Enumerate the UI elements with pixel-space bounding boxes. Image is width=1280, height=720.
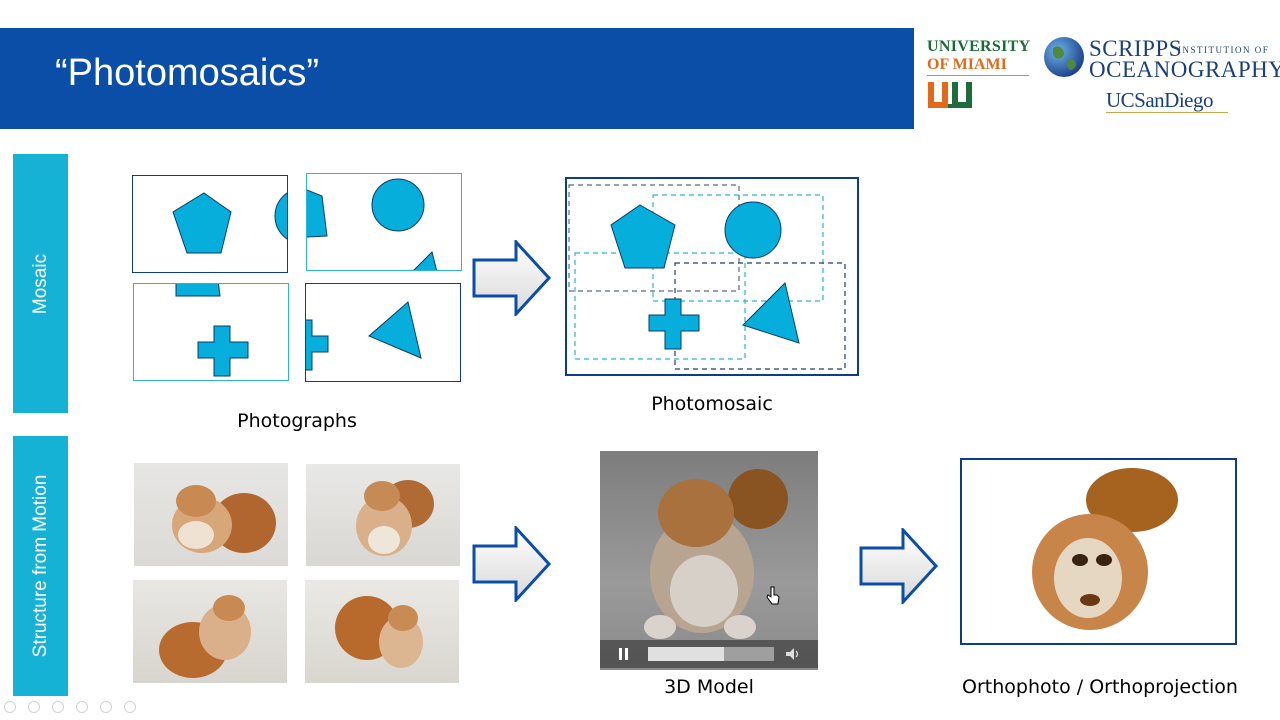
model-3d-video[interactable] [600,451,818,670]
squirrel-orthophoto-icon [1032,468,1178,630]
orthophoto-caption: Orthophoto / Orthoprojection [962,676,1238,698]
circle-shape-icon [307,178,438,270]
mouse-cursor-icon [766,586,780,605]
photograph-pentagon [132,175,288,273]
triangle-shape-icon [306,301,422,371]
orthophoto-frame [960,458,1237,645]
volume-button[interactable] [782,644,802,664]
arrow-right-icon [859,528,939,604]
globe-icon [1044,37,1084,77]
model-3d-caption: 3D Model [664,676,754,698]
ucsd-underline [1106,112,1228,113]
photographs-caption: Photographs [237,410,357,432]
ucsd-logo-text: UCSanDiego [1106,88,1214,112]
oceanography-logo-text: OCEANOGRAPHY [1089,57,1280,82]
photomosaic-frame [565,177,859,376]
mosaic-label-text: Mosaic [29,253,51,314]
squirrel-photo-2 [306,464,460,566]
video-progress-fill [648,647,724,661]
pause-icon [619,648,628,660]
sfm-section-label: Structure from Motion [13,436,68,696]
photograph-circle [306,173,462,271]
photomosaic-shapes-icon [568,184,846,370]
photograph-triangle [305,283,461,382]
scripps-logo-small-text: INSTITUTION OF [1178,45,1270,55]
logo-divider [927,75,1029,76]
title-bar [0,28,914,129]
pause-button[interactable] [614,644,634,664]
university-of-miami-logo-subtext: OF MIAMI [927,56,1007,73]
squirrel-photo-icon [159,595,251,678]
sfm-label-text: Structure from Motion [29,474,51,658]
university-of-miami-logo-text: UNIVERSITY [927,38,1031,55]
photograph-cross [133,283,289,381]
slides-grid-icon[interactable] [76,701,88,713]
zoom-icon[interactable] [100,701,112,713]
volume-icon [786,648,799,660]
squirrel-photo-4 [305,580,459,683]
cross-shape-icon [175,284,249,377]
slide-nav-controls [4,700,148,718]
squirrel-photo-icon [172,485,276,553]
mosaic-section-label: Mosaic [13,154,68,413]
pen-tool-icon[interactable] [52,701,64,713]
video-progress-track[interactable] [648,647,774,661]
arrow-right-icon [472,526,552,602]
squirrel-photo-icon [356,480,434,556]
more-options-icon[interactable] [124,701,136,713]
squirrel-photo-3 [133,580,287,683]
pentagon-shape-icon [172,192,287,254]
slide-title: “Photomosaics” [55,52,319,94]
photomosaic-caption: Photomosaic [651,393,773,415]
squirrel-photo-1 [134,463,288,566]
squirrel-photo-icon [335,596,423,668]
next-slide-icon[interactable] [28,701,40,713]
scripps-logo-text: SCRIPPS [1089,36,1183,61]
arrow-right-icon [472,240,552,316]
prev-slide-icon[interactable] [4,701,16,713]
squirrel-3d-model-icon [644,469,788,639]
um-u-logo-icon [928,82,972,108]
